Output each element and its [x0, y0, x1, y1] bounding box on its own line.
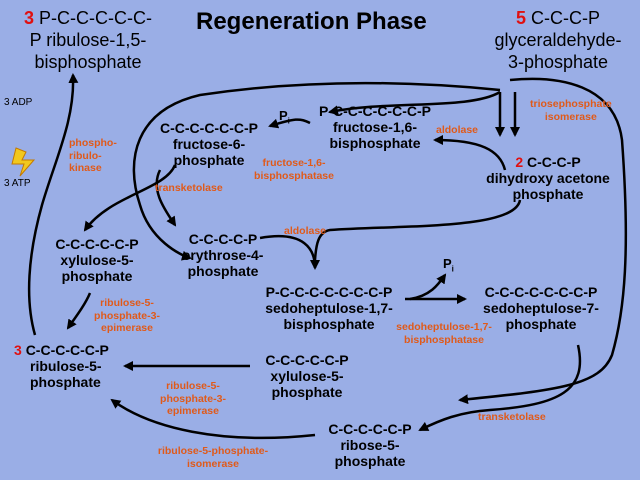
arrow-g3p-to-xu5p: [132, 81, 501, 261]
lightning-bolt-icon: [11, 147, 36, 177]
enzyme-transketolase: transketolase: [478, 411, 546, 423]
arrow-r5p-to-ru5p: [110, 398, 316, 440]
arrow-dhap-to-fbp: [433, 135, 507, 171]
page-title: Regeneration Phase: [196, 8, 427, 35]
molecule-glyceraldehyde-3-phosphate: 5 C-C-C-P glyceraldehyde- 3-phosphate: [478, 8, 638, 74]
arrow-aldolase-to-sbp: [259, 235, 320, 270]
arrow-f6p-to-e4p: [155, 169, 177, 227]
molecule-ribulose-bisphosphate: 3 P-C-C-C-C-C- P ribulose-1,5- bisphosph…: [8, 8, 168, 74]
formula: C-C-C-P: [531, 8, 601, 28]
arrow-g3p-to-sbp: [458, 77, 628, 405]
phosphate-label: Pi: [443, 256, 454, 274]
name-line: 3-phosphate: [507, 51, 609, 72]
name-line: glyceraldehyde-: [494, 29, 622, 50]
enzyme-transketolase: transketolase: [155, 182, 223, 194]
formula: P-C-C-C-C-C-: [39, 8, 152, 28]
name-line: bisphosphate: [34, 51, 142, 72]
arrow-fbp-to-f6p: [268, 118, 311, 129]
enzyme-epimerase: ribulose-5-phosphate-3-epimerase: [94, 297, 160, 335]
phosphate-label: Pi: [279, 108, 290, 126]
count-badge: 2: [515, 154, 524, 170]
enzyme-phosphoribulokinase: phospho-ribulo-kinase: [69, 137, 117, 175]
enzyme-sedoheptulose-bisphosphatase: sedoheptulose-1,7-bisphosphatase: [396, 321, 492, 346]
arrow-xu5p-to-ru5p: [66, 292, 92, 330]
atp-label: 3 ATP: [4, 178, 31, 189]
count-badge: 3: [24, 8, 35, 28]
adp-label: 3 ADP: [4, 97, 33, 108]
enzyme-fructose-bisphosphatase: fructose-1,6-bisphosphatase: [254, 157, 334, 182]
enzyme-ribulose-5-phosphate-isomerase: ribulose-5-phosphate-isomerase: [157, 445, 269, 470]
arrow-ru5p-to-rubp: [27, 73, 79, 336]
arrow-sbp-pi: [409, 273, 447, 301]
name-line: P ribulose-1,5-: [29, 29, 147, 50]
enzyme-epimerase: ribulose-5-phosphate-3-epimerase: [160, 380, 226, 418]
arrow-g3p-to-fbp: [328, 90, 501, 116]
arrow-dhap-to-aldolase: [313, 199, 522, 261]
enzyme-aldolase: aldolase: [284, 225, 327, 237]
count-badge: 3: [14, 342, 22, 358]
enzyme-aldolase: aldolase: [436, 124, 479, 136]
arrow-f6p-transketolase: [83, 164, 177, 232]
count-badge: 5: [515, 8, 526, 28]
arrow-s7p-to-r5p: [418, 344, 582, 432]
molecule-ribulose-5-phosphate: 3 C-C-C-C-C-P ribulose-5- phosphate: [14, 342, 109, 391]
